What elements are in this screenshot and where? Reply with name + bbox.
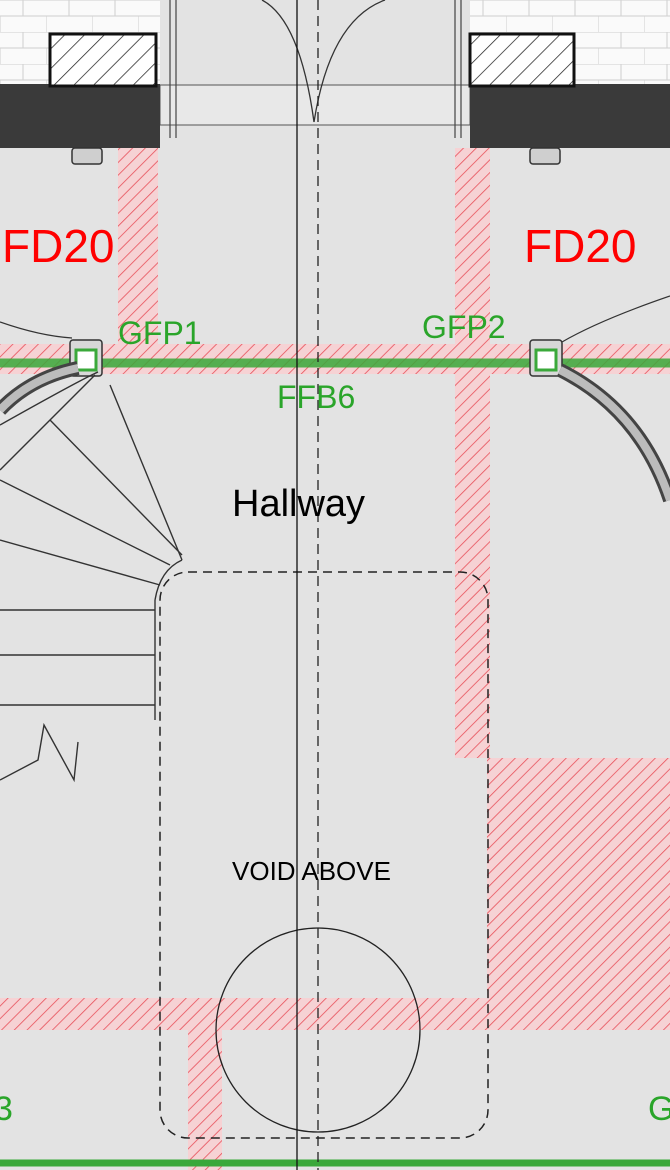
fire-point-label-right: GFP2 [422,309,506,345]
room-label: Hallway [232,483,365,525]
entrance-threshold [159,0,471,138]
fire-point-marker-left [69,339,103,377]
edge-label-right: G [648,1090,670,1128]
wall-right [468,32,670,165]
barrier-label: FFB6 [277,379,355,415]
door-swing-right [561,295,670,343]
fire-point-marker-right [529,339,563,377]
void-above-outline [159,571,489,1139]
void-label: VOID ABOVE [232,856,391,886]
wall-left [0,32,160,165]
staircase [0,371,183,783]
curved-wall-right [556,363,670,503]
door-swing-left [0,321,73,339]
curved-wall-left [0,361,80,415]
door-label-right: FD20 [524,220,636,272]
fire-point-label-left: GFP1 [118,315,202,351]
door-label-left: FD20 [2,220,114,272]
edge-label-left: 3 [0,1090,13,1128]
